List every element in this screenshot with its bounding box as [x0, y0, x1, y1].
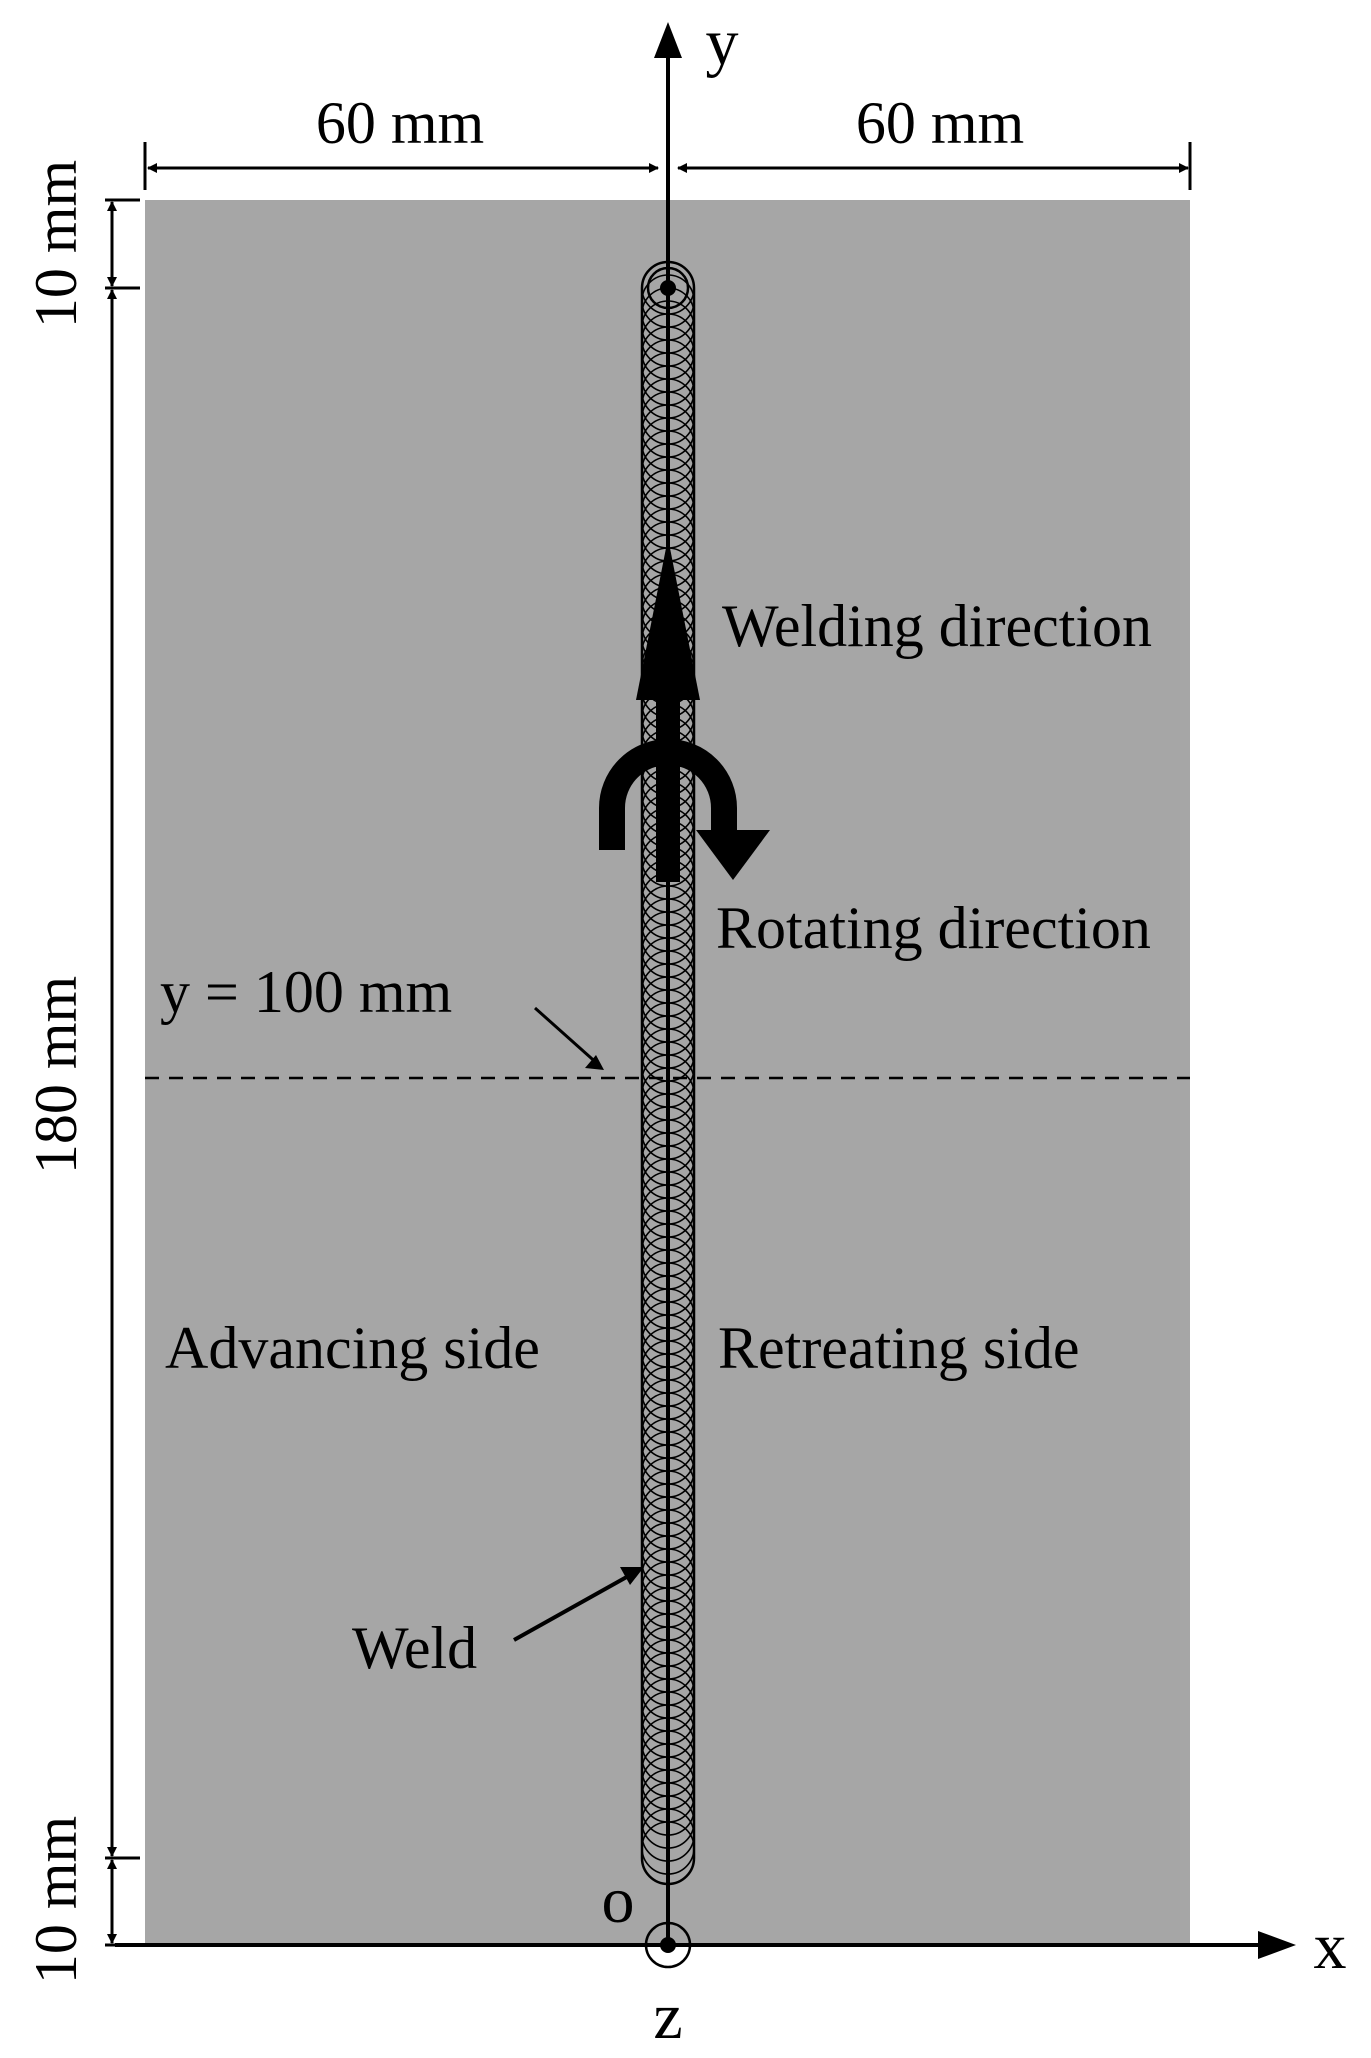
dim-left-width: 60 mm: [316, 90, 484, 156]
dim-top-margin: 10 mm: [23, 160, 89, 328]
section-line-label: y = 100 mm: [160, 959, 452, 1025]
welding-direction-shaft: [656, 690, 680, 882]
origin-label: o: [602, 1864, 635, 1937]
welding-direction-label: Welding direction: [722, 593, 1152, 659]
dim-bottom-margin: 10 mm: [23, 1816, 89, 1984]
weld-start-point: [646, 266, 690, 310]
x-axis-label: x: [1314, 1910, 1347, 1983]
weld-label: Weld: [352, 1615, 477, 1681]
rotating-direction-label: Rotating direction: [716, 895, 1151, 961]
top-dimension: [143, 142, 1192, 190]
x-axis: [115, 1931, 1296, 1959]
retreating-side-label: Retreating side: [718, 1315, 1080, 1381]
y-axis: [654, 22, 682, 1945]
dim-right-width: 60 mm: [856, 90, 1024, 156]
dim-weld-length: 180 mm: [23, 976, 89, 1174]
z-axis-marker: [644, 1921, 692, 1969]
z-axis-label: z: [653, 1980, 682, 2053]
y-axis-label: y: [706, 6, 739, 79]
section-line-pointer: [534, 1006, 604, 1070]
advancing-side-label: Advancing side: [165, 1315, 540, 1381]
left-dimension: [105, 198, 140, 1947]
weld-pointer: [513, 1567, 644, 1642]
